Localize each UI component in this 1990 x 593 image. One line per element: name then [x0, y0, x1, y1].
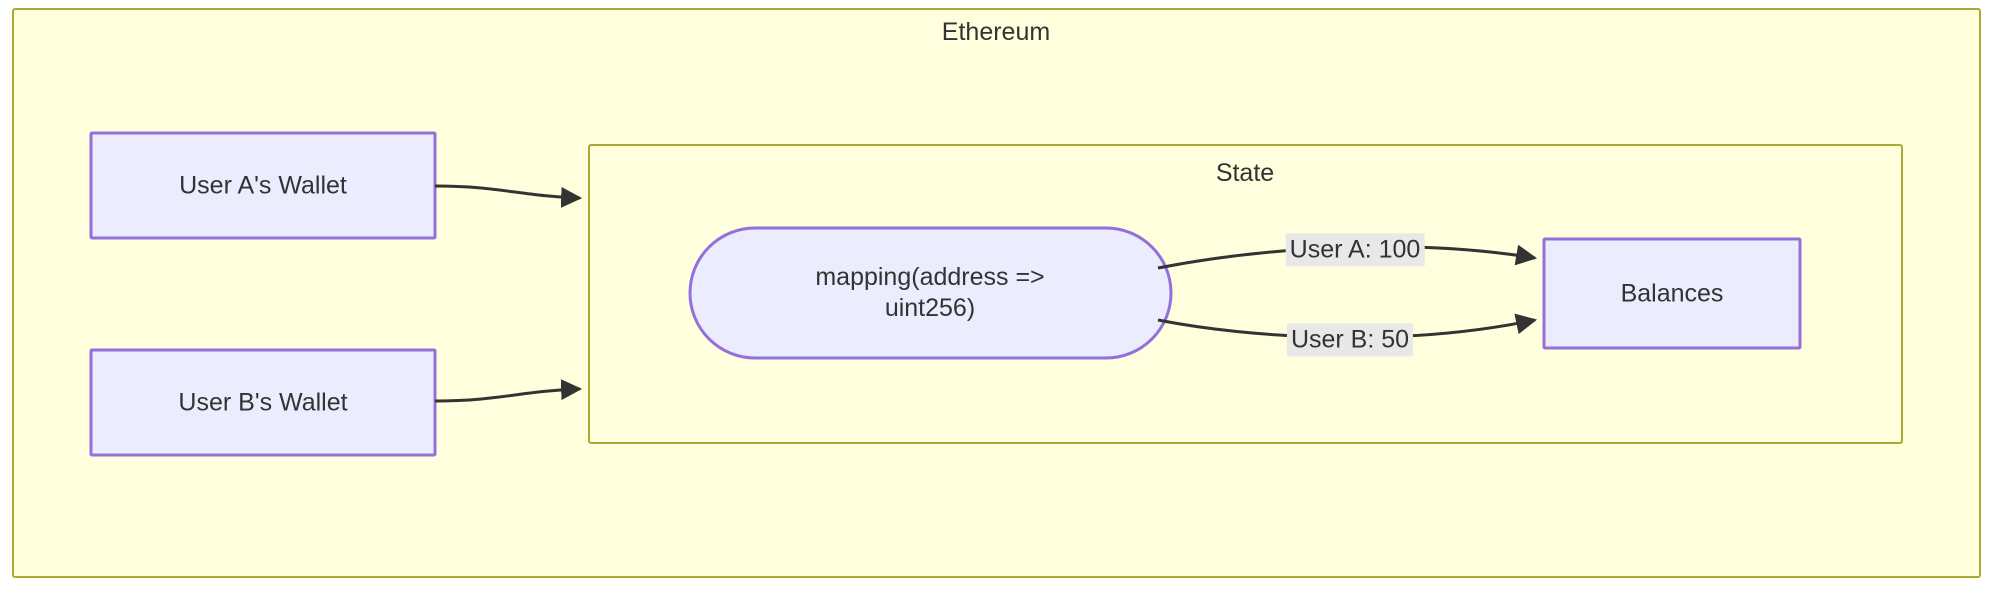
edge-wallet-a-to-state — [434, 184, 583, 208]
node-label-mapping-line1: mapping(address => — [815, 262, 1045, 291]
node-label-wallet-a: User A's Wallet — [179, 171, 347, 200]
edge-wallet-b-to-state — [434, 379, 583, 403]
node-balances[interactable] — [1542, 237, 1802, 350]
node-label-balances: Balances — [1620, 279, 1724, 308]
node-label-mapping: mapping(address => uint256) — [780, 262, 1080, 325]
cluster-title-ethereum: Ethereum — [941, 18, 1051, 46]
cluster-state — [588, 144, 1903, 444]
node-label-wallet-b: User B's Wallet — [178, 388, 348, 417]
edge-label-user-a: User A: 100 — [1285, 233, 1425, 267]
cluster-title-state: State — [1215, 159, 1275, 187]
edge-label-user-b: User B: 50 — [1286, 323, 1414, 357]
node-mapping[interactable] — [688, 226, 1173, 360]
node-label-mapping-line2: uint256) — [884, 294, 976, 322]
